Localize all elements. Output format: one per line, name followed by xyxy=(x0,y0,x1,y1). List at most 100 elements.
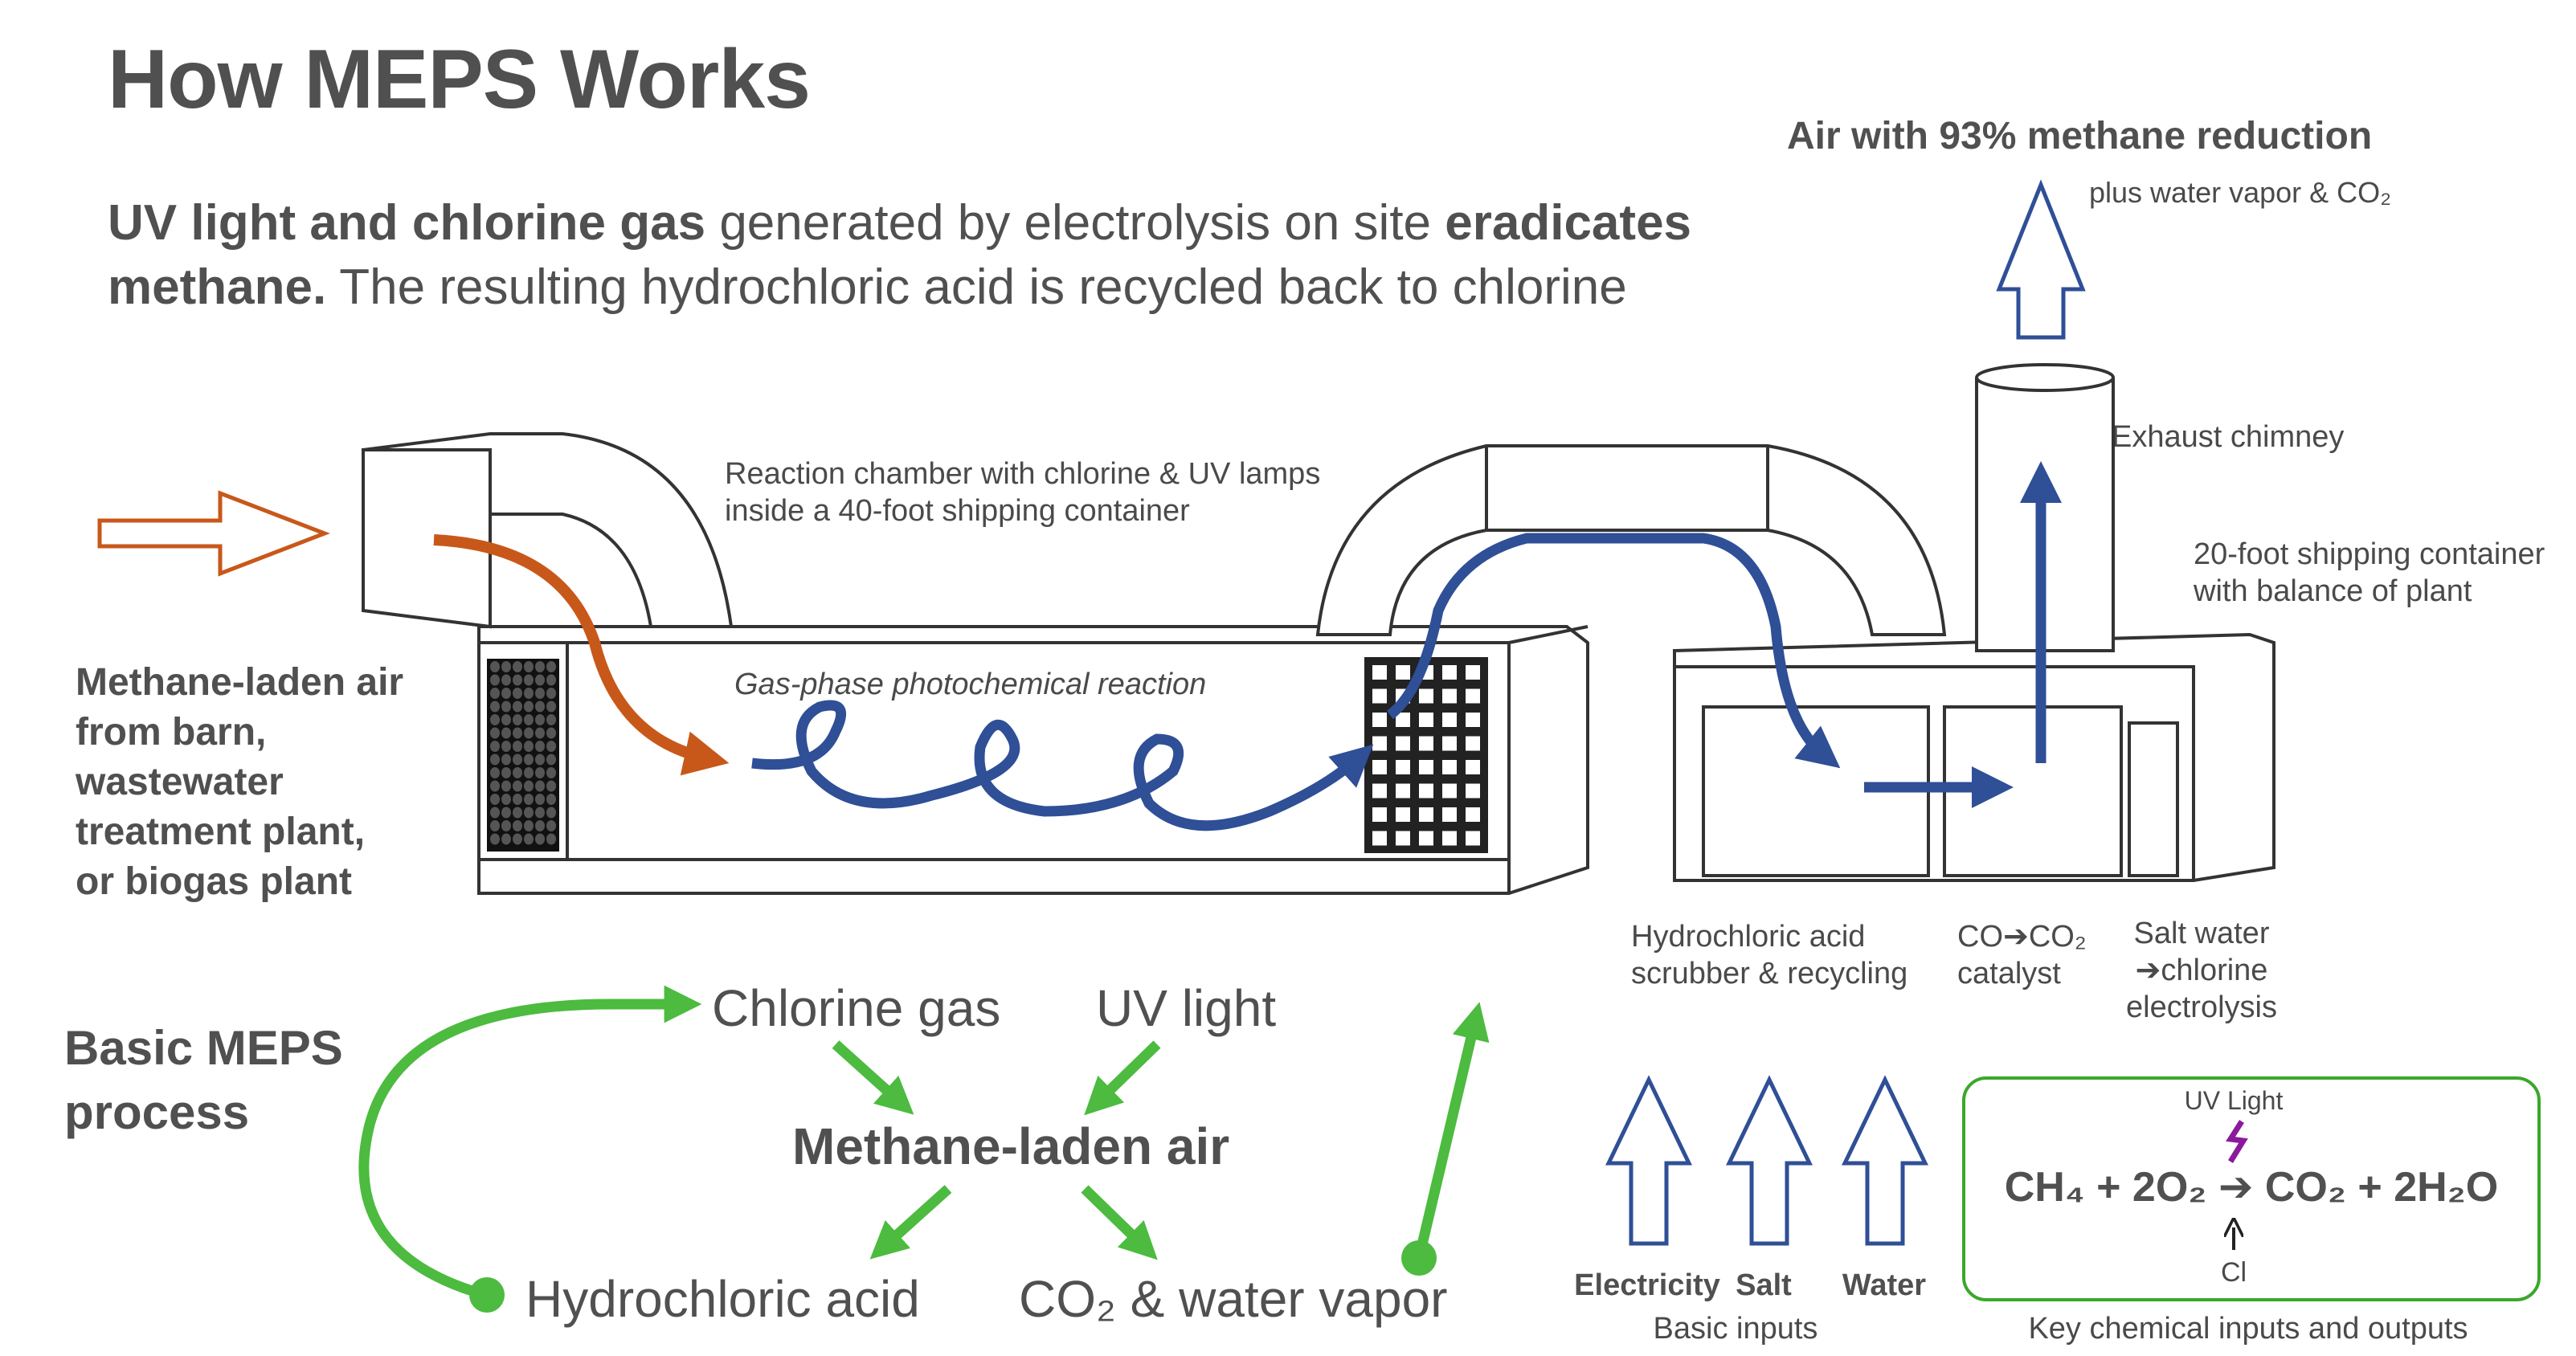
process-heading-1: Basic MEPS xyxy=(64,1021,343,1075)
process-co2-water: CO₂ & water vapor xyxy=(1019,1270,1448,1328)
arch-flow-arrow xyxy=(1386,533,1841,769)
louver-dot xyxy=(546,714,556,725)
catalyst-label-1: CO➔CO₂ xyxy=(1957,920,2087,954)
grid-cell xyxy=(1416,757,1437,778)
grid-cell xyxy=(1392,709,1413,730)
louver-dot xyxy=(524,780,534,792)
grid-cell xyxy=(1462,709,1483,730)
louver-dot xyxy=(524,741,534,752)
louver-dot xyxy=(524,700,534,713)
grid-cell xyxy=(1462,804,1483,825)
louver-dot xyxy=(524,820,534,831)
output-air-sublabel: plus water vapor & CO₂ xyxy=(2089,176,2392,209)
louver-dot xyxy=(546,807,556,819)
grid-cell xyxy=(1462,685,1483,707)
louver-dot xyxy=(490,727,500,739)
louver-dot xyxy=(546,661,556,672)
louver-dot xyxy=(501,807,511,819)
output-air-label: Air with 93% methane reduction xyxy=(1787,115,2373,157)
louver-dot xyxy=(535,767,545,778)
louver-dot xyxy=(546,688,556,699)
grid-cell xyxy=(1392,733,1413,754)
louver-dot xyxy=(490,767,500,778)
louver-dot xyxy=(535,741,545,752)
louver-dot xyxy=(513,661,522,672)
equation-uv-label: UV Light xyxy=(2184,1086,2284,1115)
louver-dot xyxy=(490,661,500,672)
louver-dot xyxy=(490,674,500,686)
louver-dot xyxy=(535,807,545,819)
louver-dot xyxy=(546,700,556,713)
grid-cell xyxy=(1369,804,1390,825)
louver-dot xyxy=(490,780,500,792)
louver-dot xyxy=(546,727,556,739)
grid-cell xyxy=(1416,780,1437,802)
input-salt-label: Salt xyxy=(1736,1268,1792,1302)
louver-dot xyxy=(524,688,534,699)
louver-dot xyxy=(524,727,534,739)
subtitle-text-2: The resulting hydrochloric acid is recyc… xyxy=(326,259,1627,315)
equation-formula: CH₄ + 2O₂ ➔ CO₂ + 2H₂O xyxy=(2004,1164,2499,1211)
process-arrows xyxy=(358,985,1490,1301)
container-20ft xyxy=(1673,632,2275,882)
louver-dot xyxy=(535,688,545,699)
louver-dot xyxy=(524,807,534,819)
louver-dot xyxy=(524,754,534,766)
subtitle-bold-2: eradicates methane. xyxy=(108,195,1692,315)
louver-dot xyxy=(524,794,534,805)
louver-dot xyxy=(535,727,545,739)
louver-dot xyxy=(501,714,511,725)
swirl-flow-arrow xyxy=(751,700,1374,831)
louver-dot xyxy=(535,700,545,713)
louver-dot xyxy=(501,794,511,805)
grid-cell xyxy=(1439,709,1460,730)
louver-dot xyxy=(501,727,511,739)
louver-dot xyxy=(501,833,511,845)
louver-dot xyxy=(513,727,522,739)
louver-dot xyxy=(513,807,522,819)
container20-label-2: with balance of plant xyxy=(2194,574,2472,608)
uv-to-methane-arrow xyxy=(1084,1040,1161,1116)
cycle-start-dot xyxy=(469,1277,505,1313)
inlet-label-4: treatment plant, xyxy=(76,811,366,853)
louver-dot xyxy=(490,714,500,725)
grid-cell xyxy=(1392,662,1413,683)
louver-dot xyxy=(524,833,534,845)
grid-cell xyxy=(1369,827,1390,849)
middle-duct xyxy=(1315,444,1947,636)
louver-dot xyxy=(490,833,500,845)
grid-cell xyxy=(1392,804,1413,825)
co2-dot xyxy=(1401,1240,1437,1276)
process-methane-air: Methane-laden air xyxy=(792,1117,1230,1175)
inlet-flow-arrow xyxy=(433,534,730,776)
louver-dot xyxy=(546,780,556,792)
louver-dot xyxy=(501,820,511,831)
louver-dot xyxy=(535,780,545,792)
grid-cell xyxy=(1416,827,1437,849)
subtitle-bold-1: UV light and chlorine gas xyxy=(108,195,706,251)
louver-dot xyxy=(513,741,522,752)
louver-dot xyxy=(513,767,522,778)
louver-dot xyxy=(546,674,556,686)
grid-cell xyxy=(1439,757,1460,778)
louver-dot xyxy=(490,807,500,819)
grid-cell xyxy=(1392,757,1413,778)
saltwater-label-2: ➔chlorine xyxy=(2135,954,2268,987)
grid-cell xyxy=(1462,662,1483,683)
subtitle: UV light and chlorine gas generated by e… xyxy=(108,191,1795,320)
louver-dot xyxy=(501,688,511,699)
grid-cell xyxy=(1392,827,1413,849)
louver-dot xyxy=(524,661,534,672)
electricity-arrow xyxy=(1605,1075,1692,1246)
grid-cell xyxy=(1439,685,1460,707)
catalyst-label-2: catalyst xyxy=(1957,957,2061,990)
louver-dot xyxy=(535,794,545,805)
cycle-arrow xyxy=(358,985,702,1301)
louver-dot xyxy=(513,674,522,686)
container20-label-1: 20-foot shipping container xyxy=(2194,537,2545,571)
container-40ft xyxy=(477,625,1589,895)
louver-dot xyxy=(535,754,545,766)
louver-dot xyxy=(546,833,556,845)
grid-cell xyxy=(1369,662,1390,683)
